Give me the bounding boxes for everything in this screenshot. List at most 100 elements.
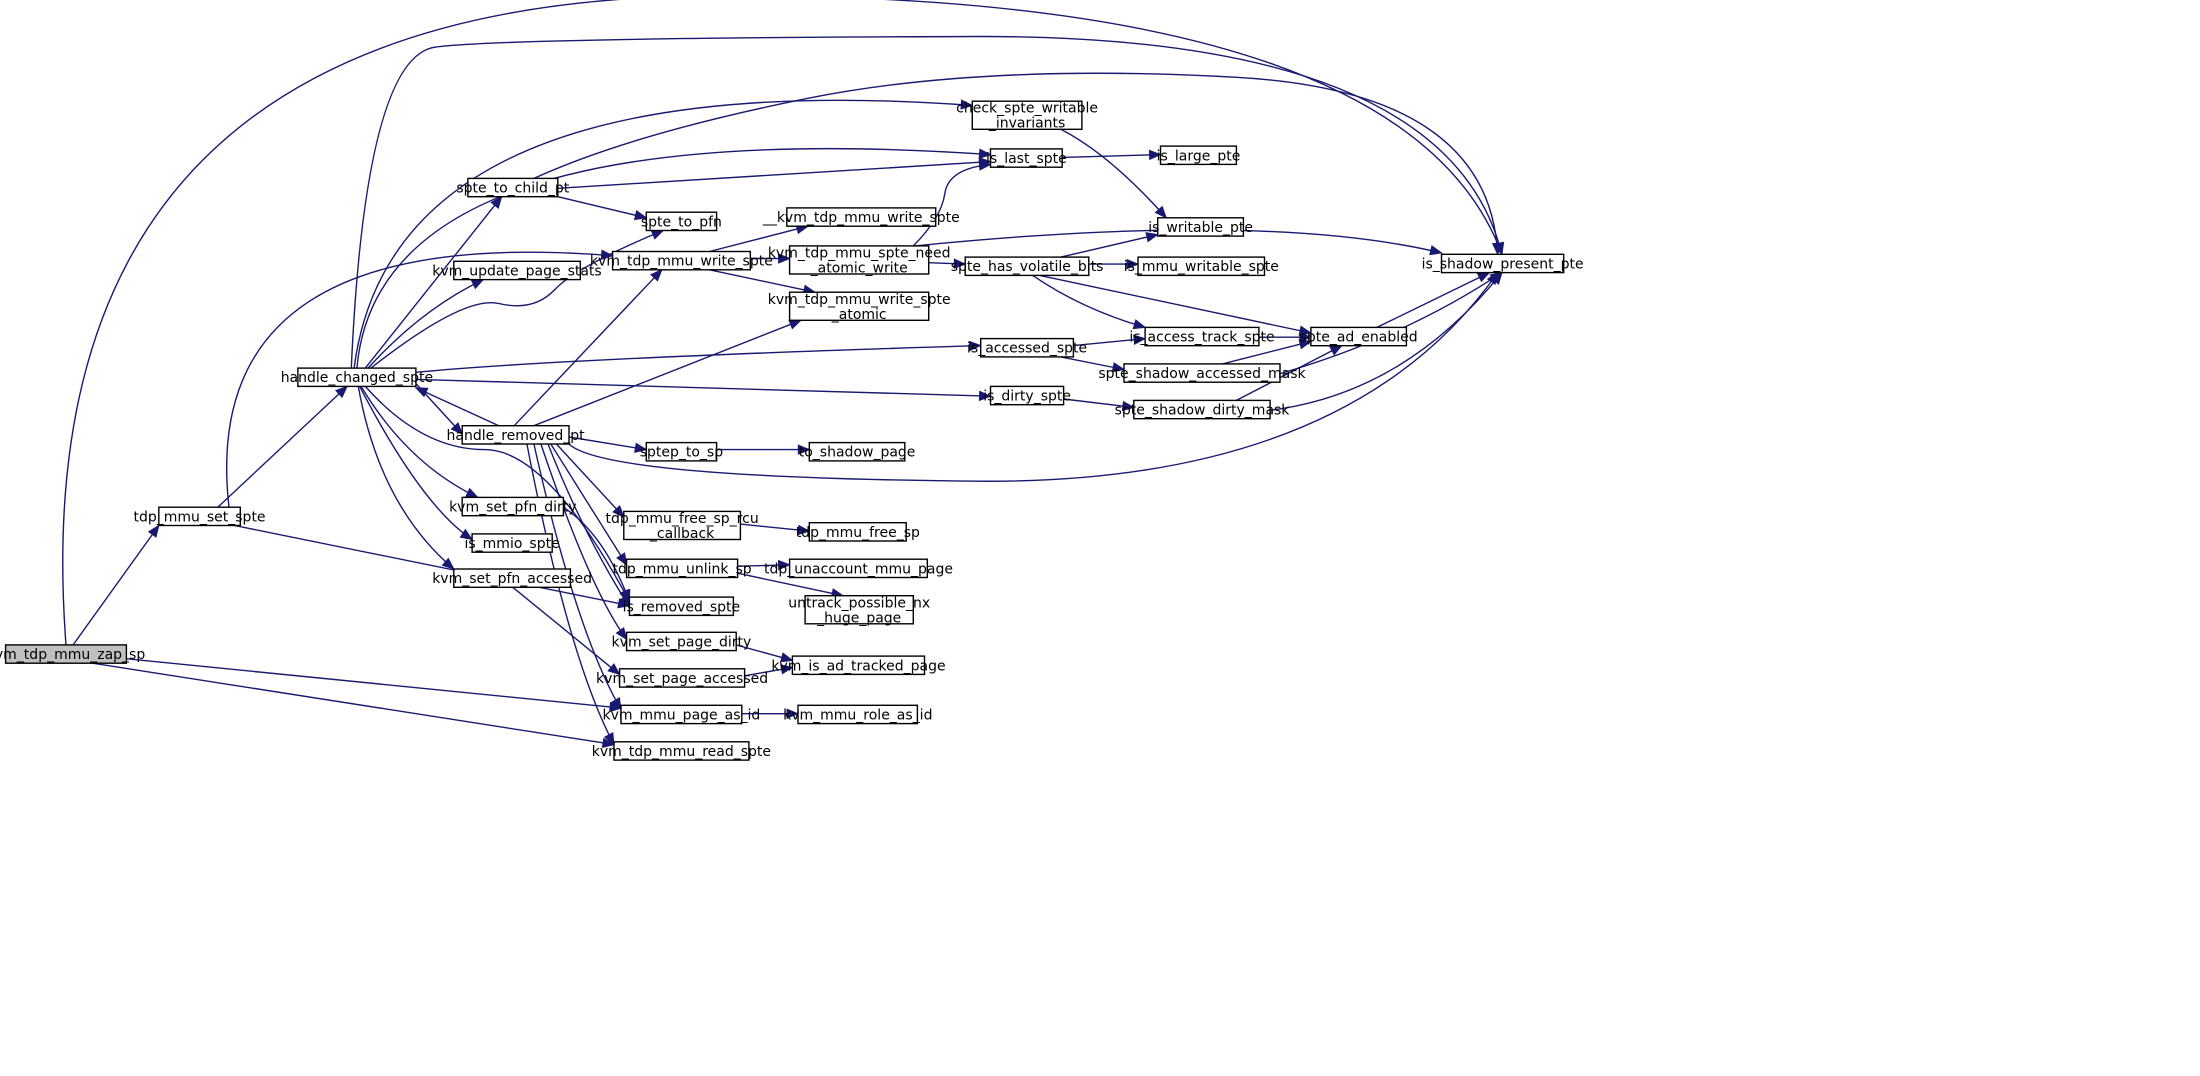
node-hrp[interactable]: handle_removed_pt	[447, 425, 586, 445]
node-box	[989, 385, 1065, 406]
edge-kspgd-to-kiatp	[736, 644, 794, 663]
edge-line	[533, 319, 802, 427]
node-tsp[interactable]: to_shadow_page	[799, 441, 916, 462]
node-iats[interactable]: is_access_track_spte	[1129, 326, 1275, 347]
node-label: tdp_unaccount_mmu_page	[764, 561, 953, 577]
node-shvb[interactable]: spte_has_volatile_bits	[951, 256, 1104, 277]
node-box	[1440, 253, 1565, 274]
node-kspgd[interactable]: kvm_set_page_dirty	[612, 631, 752, 652]
node-box	[618, 668, 746, 688]
node-label: spte_ad_enabled	[1300, 330, 1418, 346]
node-box	[808, 441, 906, 462]
node-untrack[interactable]: untrack_possible_nx_huge_page	[788, 595, 930, 626]
node-box	[788, 245, 930, 275]
edge-line	[1073, 337, 1146, 347]
node-fsrcu[interactable]: tdp_mmu_free_sp_rcu_callback	[605, 510, 759, 542]
node-hcs[interactable]: handle_changed_spte	[281, 367, 433, 388]
node-mmio[interactable]: is_mmio_spte	[464, 533, 560, 553]
node-set_spte[interactable]: tdp_mmu_set_spte	[133, 506, 266, 527]
node-box	[628, 596, 735, 617]
node-box	[1310, 326, 1408, 347]
node-box	[1137, 256, 1266, 277]
node-need[interactable]: kvm_tdp_mmu_spte_need_atomic_write	[768, 245, 951, 276]
edge-hcs-to-kspd	[360, 386, 479, 499]
node-sade[interactable]: spte_ad_enabled	[1300, 326, 1418, 347]
edge-line	[1222, 340, 1312, 365]
edge-hrp-to-wsa	[533, 319, 803, 427]
arrowhead	[978, 148, 992, 160]
node-label: check_spte_writable	[956, 101, 1098, 117]
arrowhead	[1429, 245, 1443, 256]
arrowhead	[610, 696, 622, 711]
node-ssdm[interactable]: spte_shadow_dirty_mask	[1115, 399, 1291, 420]
edge-line	[1062, 153, 1161, 159]
node-kiatp[interactable]: kvm_is_ad_tracked_page	[771, 655, 946, 676]
edge-zap-to-kmpa	[99, 655, 623, 713]
node-ils[interactable]: is_last_spte	[986, 148, 1067, 168]
node-fsp[interactable]: tdp_mmu_free_sp	[796, 522, 920, 542]
node-iwp[interactable]: is_writable_pte	[1148, 217, 1253, 237]
node-box	[453, 568, 572, 588]
node-label: kvm_tdp_mmu_write_spte	[768, 292, 951, 308]
node-stcp[interactable]: spte_to_child_pt	[456, 177, 570, 198]
node-isrm[interactable]: is_removed_spte	[623, 596, 741, 617]
node-label: _callback	[649, 526, 715, 542]
edge-hrp-to-hcs	[414, 387, 500, 427]
node-unlink[interactable]: tdp_mmu_unlink_sp	[613, 558, 752, 579]
node-cswi[interactable]: check_spte_writable_invariants	[956, 100, 1098, 132]
node-idirty[interactable]: is_dirty_spte	[983, 385, 1071, 406]
arrowhead	[1491, 242, 1503, 256]
node-zap[interactable]: kvm_tdp_mmu_zap_sp	[0, 644, 145, 664]
node-kws[interactable]: kvm_tdp_mmu_write_spte	[590, 250, 773, 271]
edge-line	[357, 386, 455, 570]
node-iacc[interactable]: is_accessed_spte	[967, 337, 1087, 358]
arrowhead	[1126, 258, 1140, 270]
node-label: _atomic	[831, 307, 887, 323]
edge-line	[1060, 128, 1167, 219]
edge-shvb-to-imws	[1088, 258, 1140, 270]
node-krs[interactable]: kvm_tdp_mmu_read_spte	[592, 741, 771, 761]
node-kups[interactable]: kvm_update_page_stats	[432, 260, 602, 281]
edge-line	[563, 506, 631, 602]
edge-line	[1236, 344, 1343, 402]
edge-need-to-shvb	[928, 258, 967, 269]
node-label: handle_removed_pt	[447, 428, 586, 444]
node-wspte2[interactable]: __kvm_tdp_mmu_write_spte	[762, 207, 960, 227]
edge-ssdm-to-isp	[1270, 271, 1503, 411]
edge-line	[540, 443, 628, 640]
arrowhead	[777, 559, 791, 571]
node-kspd[interactable]: kvm_set_pfn_dirty	[449, 496, 577, 517]
edge-stcp-to-ils	[557, 157, 992, 189]
edge-cswi-to-iwp	[1060, 128, 1168, 219]
node-wsa[interactable]: kvm_tdp_mmu_write_spte_atomic	[768, 291, 951, 323]
node-kmpa[interactable]: kvm_mmu_page_as_id	[603, 704, 761, 725]
arrowhead	[612, 505, 625, 518]
node-box	[1144, 326, 1260, 347]
node-label: kvm_set_pfn_dirty	[449, 500, 576, 516]
node-stpfn[interactable]: spte_to_pfn	[641, 211, 722, 232]
node-label: is_writable_pte	[1148, 220, 1253, 236]
node-box	[804, 595, 914, 625]
edge-kspga-to-kiatp	[744, 664, 794, 677]
node-kmrai[interactable]: kvm_mmu_role_as_id	[783, 704, 932, 725]
node-label: is_accessed_spte	[967, 341, 1087, 357]
node-kspga[interactable]: kvm_set_page_accessed	[596, 668, 768, 688]
node-isp[interactable]: is_shadow_present_pte	[1422, 253, 1584, 274]
node-label: kvm_set_page_accessed	[596, 671, 768, 687]
edge-hcs-to-mmio	[359, 386, 474, 541]
node-unacc[interactable]: tdp_unaccount_mmu_page	[764, 558, 953, 579]
node-ssam[interactable]: spte_shadow_accessed_mask	[1098, 363, 1307, 383]
node-imws[interactable]: is_mmu_writable_spte	[1124, 256, 1279, 277]
arrowhead	[633, 209, 648, 221]
node-label: spte_to_child_pt	[456, 181, 569, 197]
edge-need-to-ils	[912, 160, 992, 247]
node-sptep[interactable]: sptep_to_sp	[640, 441, 724, 462]
node-label: spte_shadow_accessed_mask	[1098, 366, 1306, 382]
node-label: handle_changed_spte	[281, 370, 433, 386]
edge-line	[1060, 233, 1158, 258]
node-box	[980, 337, 1075, 358]
node-kspa[interactable]: kvm_set_pfn_accessed	[432, 568, 592, 588]
node-ilp[interactable]: is_large_pte	[1157, 145, 1241, 166]
arrowhead	[780, 664, 794, 675]
